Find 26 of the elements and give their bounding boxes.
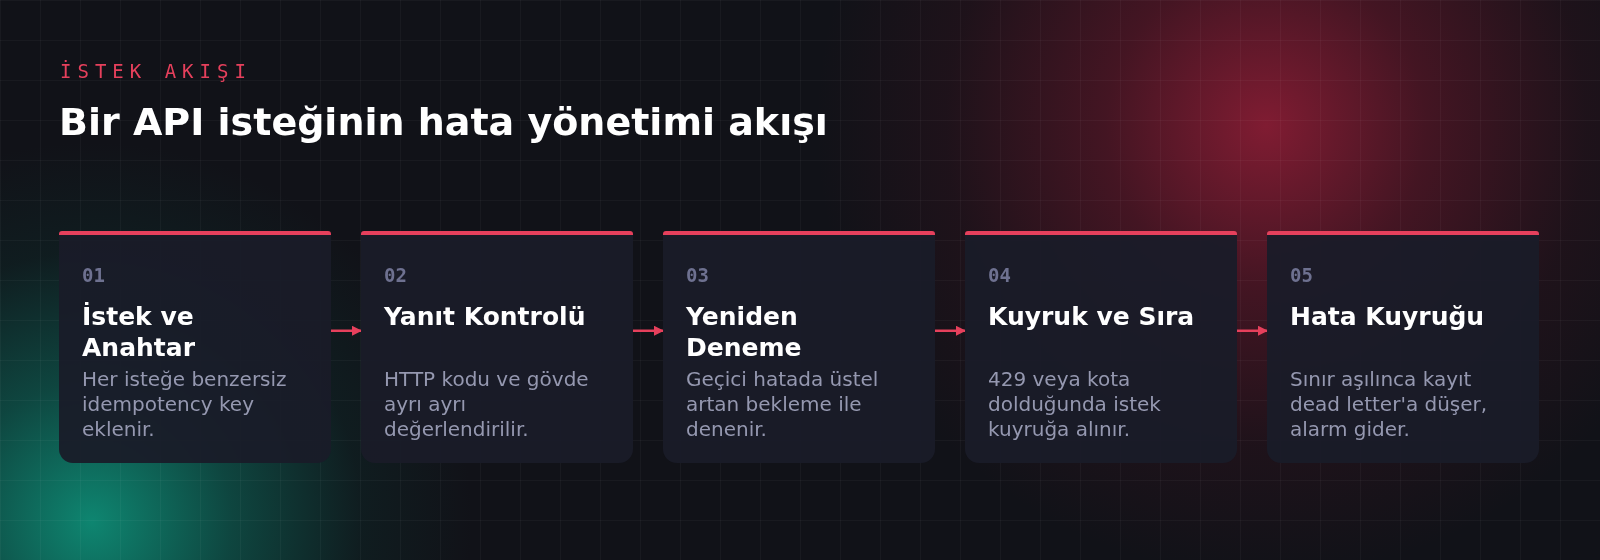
step-heading: Yanıt Kontrolü <box>384 301 587 332</box>
step-card <box>663 231 935 463</box>
section-kicker: İSTEK AKIŞI <box>60 60 252 82</box>
diagram-title: Bir API isteğinin hata yönetimi akışı <box>59 100 828 144</box>
step-card <box>965 231 1237 463</box>
step-heading: Hata Kuyruğu <box>1290 301 1486 332</box>
step-description: Her isteğe benzersiz idempotency key eklenir. <box>82 367 288 442</box>
step-description: HTTP kodu ve gövde ayrı ayrı değerlendirilir. <box>384 367 590 442</box>
step-description: Sınır aşılınca kayıt dead letter'a düşer, alarm gider. <box>1290 367 1489 442</box>
step-card <box>361 231 633 463</box>
step-number: 05 <box>1290 265 1313 285</box>
step-number: 03 <box>686 265 709 285</box>
arrow <box>1237 325 1268 336</box>
step-card <box>59 231 331 463</box>
arrow <box>633 325 664 336</box>
arrow <box>331 325 362 336</box>
step-description: 429 veya kota dolduğunda istek kuyruğa alınır. <box>988 367 1162 442</box>
step-heading: İstek ve Anahtar <box>82 301 196 363</box>
step-number: 04 <box>988 265 1011 285</box>
step-heading: Kuyruk ve Sıra <box>988 301 1196 332</box>
arrow <box>935 325 966 336</box>
step-number: 02 <box>384 265 407 285</box>
step-card <box>1267 231 1539 463</box>
step-heading: Yeniden Deneme <box>686 301 803 363</box>
step-description: Geçici hatada üstel artan bekleme ile denenir. <box>686 367 880 442</box>
step-number: 01 <box>82 265 105 285</box>
